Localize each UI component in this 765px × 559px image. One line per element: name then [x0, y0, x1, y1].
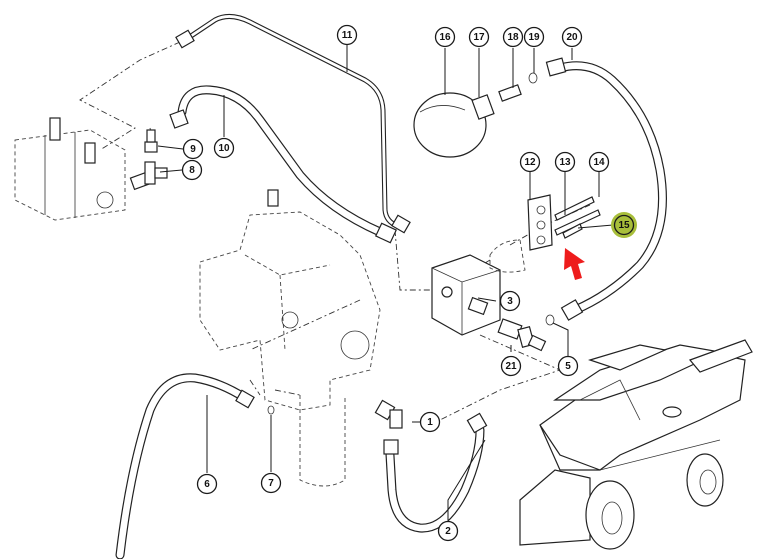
- callout-label: 18: [507, 32, 519, 43]
- callout-circle: [500, 355, 522, 377]
- bolts: [554, 196, 601, 239]
- callout-5[interactable]: 5: [557, 355, 579, 377]
- callout-14[interactable]: 14: [588, 151, 610, 173]
- hose-6: [115, 373, 255, 559]
- callout-3[interactable]: 3: [499, 290, 521, 312]
- callout-circle: [502, 26, 524, 48]
- o-ring-5: [545, 314, 555, 326]
- callout-label: 3: [507, 296, 513, 307]
- callout-circle: [196, 473, 218, 495]
- callout-label: 14: [593, 157, 605, 168]
- callout-15[interactable]: 15: [611, 212, 637, 238]
- callout-circle: [419, 411, 441, 433]
- callout-label: 21: [505, 361, 517, 372]
- callout-12[interactable]: 12: [519, 151, 541, 173]
- callout-16[interactable]: 16: [434, 26, 456, 48]
- callout-label: 6: [204, 479, 210, 490]
- callout-11[interactable]: 11: [336, 24, 358, 46]
- callout-10[interactable]: 10: [213, 137, 235, 159]
- callout-label: 13: [559, 157, 571, 168]
- fitting-9: [144, 129, 158, 153]
- hydrostatic-pump: [199, 189, 381, 487]
- callout-1[interactable]: 1: [419, 411, 441, 433]
- bracket-12: [489, 194, 553, 273]
- elbow-fitting-1: [374, 399, 403, 429]
- callout-7[interactable]: 7: [260, 472, 282, 494]
- accumulator-16: [413, 92, 487, 158]
- callout-circle: [181, 159, 203, 181]
- callout-circle: [588, 151, 610, 173]
- callout-label: 5: [565, 361, 571, 372]
- callout-label: 12: [524, 157, 536, 168]
- callout-circle: [213, 137, 235, 159]
- callout-circle: [523, 26, 545, 48]
- gear-pump: [14, 117, 126, 221]
- callout-circle: [557, 355, 579, 377]
- callout-6[interactable]: 6: [196, 473, 218, 495]
- callout-label: 9: [190, 144, 196, 155]
- callout-label: 7: [268, 478, 274, 489]
- callout-circle: [434, 26, 456, 48]
- callout-label: 8: [189, 165, 195, 176]
- callout-label: 20: [566, 32, 578, 43]
- callout-20[interactable]: 20: [561, 26, 583, 48]
- callout-label: 2: [445, 526, 451, 537]
- callout-label: 16: [439, 32, 451, 43]
- callout-13[interactable]: 13: [554, 151, 576, 173]
- callout-2[interactable]: 2: [437, 520, 459, 542]
- callout-circle: [182, 138, 204, 160]
- callout-9[interactable]: 9: [182, 138, 204, 160]
- hose-2: [383, 412, 488, 533]
- callout-label: 19: [528, 32, 540, 43]
- fitting-18: [498, 84, 522, 102]
- callout-8[interactable]: 8: [181, 159, 203, 181]
- callout-21[interactable]: 21: [500, 355, 522, 377]
- callout-circle: [554, 151, 576, 173]
- pipe-11: [175, 14, 411, 234]
- callout-label: 1: [427, 417, 433, 428]
- hose-20: [545, 57, 667, 321]
- callout-circle: [437, 520, 459, 542]
- callout-label: 17: [473, 32, 485, 43]
- leader-lines: [157, 45, 614, 520]
- o-ring-7: [267, 405, 275, 415]
- valve-block: [431, 254, 501, 336]
- hose-10: [169, 85, 398, 244]
- callout-label: 10: [218, 143, 230, 154]
- callout-circle: [468, 26, 490, 48]
- callout-19[interactable]: 19: [523, 26, 545, 48]
- tee-fitting-8: [129, 161, 168, 191]
- callout-circle: [260, 472, 282, 494]
- adapter-17: [471, 94, 495, 120]
- callout-circle: [499, 290, 521, 312]
- callout-circle: [561, 26, 583, 48]
- callout-label: 15: [618, 220, 630, 231]
- elbow-fitting-21: [497, 318, 547, 352]
- callout-circle: [336, 24, 358, 46]
- callout-17[interactable]: 17: [468, 26, 490, 48]
- callout-label: 11: [342, 30, 353, 41]
- pointer-arrow: [564, 248, 585, 280]
- combine-harvester-illustration: [519, 339, 753, 550]
- callout-18[interactable]: 18: [502, 26, 524, 48]
- callout-circle: [613, 214, 635, 236]
- o-ring-19: [528, 72, 538, 84]
- callout-circle: [519, 151, 541, 173]
